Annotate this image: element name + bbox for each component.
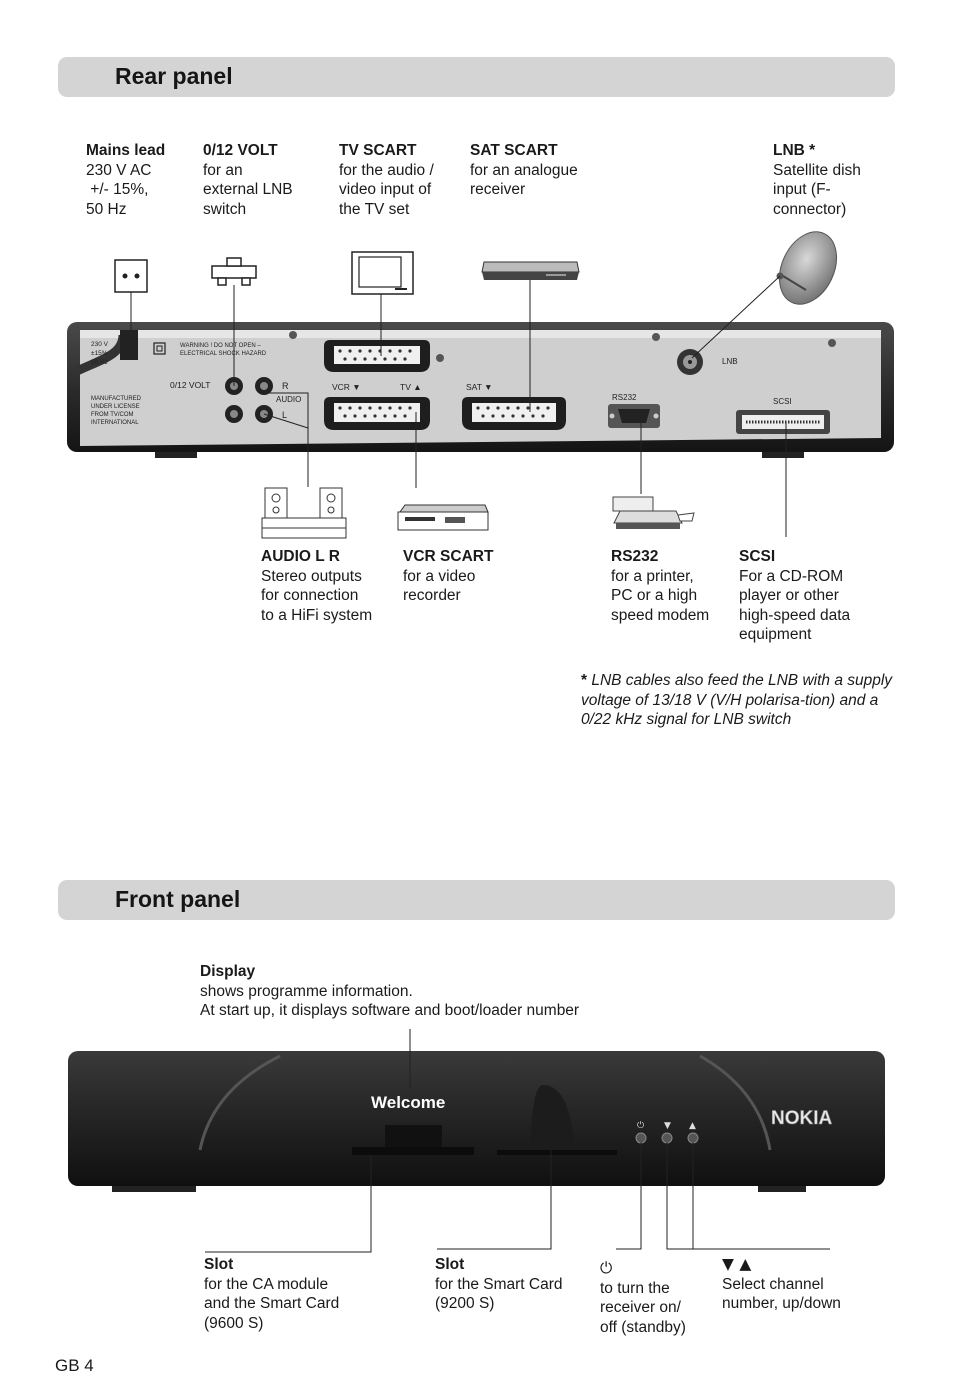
lnb-port-text: LNB	[722, 357, 738, 366]
display-label: Display shows programme information.At s…	[200, 963, 580, 1020]
audio-text: AUDIO	[276, 395, 301, 404]
audio-r-jack	[255, 377, 273, 395]
label-title: AUDIO L R	[261, 548, 340, 565]
power-button-glyph: ⏻	[637, 1120, 644, 1131]
vcr-scart-connector	[324, 397, 430, 430]
vcr-port-text: VCR ▼	[332, 382, 361, 392]
display-welcome-text: Welcome	[371, 1093, 445, 1112]
power-button[interactable]	[635, 1132, 647, 1144]
label-title: VCR SCART	[403, 548, 494, 565]
license-text: MANUFACTURED UNDER LICENSE FROM TV/COM I…	[91, 396, 143, 426]
warning-text: WARNING ! DO NOT OPEN – ELECTRICAL SHOCK…	[180, 343, 267, 357]
class2-icon	[153, 342, 166, 355]
hifi-system-icon	[261, 487, 347, 539]
printer-icon	[612, 496, 695, 529]
footnote-text: LNB cables also feed the LNB with a supp…	[581, 672, 893, 729]
rear-leader-lines	[130, 275, 787, 537]
unused-jack	[225, 405, 243, 423]
analogue-receiver-icon	[481, 261, 580, 280]
front-leader-lines	[205, 1029, 830, 1253]
lnb-f-connector	[677, 349, 703, 375]
audio-r-text: R	[282, 381, 289, 391]
channel-arrows-icon: ▼ ▲	[722, 1255, 752, 1273]
receiver-front-body	[68, 1051, 885, 1192]
label-title: 0/12 VOLT	[203, 142, 278, 159]
footnote-star: *	[581, 672, 588, 689]
label-title: TV SCART	[339, 142, 417, 159]
mains-plug	[120, 330, 138, 360]
down-button-glyph: ▼	[664, 1121, 671, 1131]
power-rating-text: 230 V ±15% 50 Hz	[91, 341, 110, 366]
label-title: Slot	[435, 1256, 465, 1273]
mains-socket-icon	[114, 259, 148, 293]
channel-down-button[interactable]	[661, 1132, 673, 1144]
scsi-connector	[736, 410, 830, 434]
rear-panel-header: Rear panel	[58, 57, 895, 97]
tv-scart-connector	[324, 340, 430, 372]
rear-panel-title: Rear panel	[115, 63, 233, 89]
scsi-port-text: SCSI	[773, 397, 792, 406]
nokia-logo: NOKIA	[771, 1108, 833, 1129]
audio-l-text: L	[282, 410, 287, 420]
label-title: SAT SCART	[470, 142, 558, 159]
smartcard-slot-label: Slot for the Smart Card(9200 S)	[435, 1256, 563, 1313]
rs232-connector	[608, 404, 660, 428]
label-title: Slot	[204, 1256, 234, 1273]
channel-up-button[interactable]	[687, 1132, 699, 1144]
lnb-footnote: * LNB cables also feed the LNB with a su…	[581, 671, 911, 730]
mains-lead-label: Mains lead 230 V AC +/- 15%,50 Hz	[86, 142, 166, 218]
vcr-icon	[397, 504, 489, 531]
label-title: SCSI	[739, 548, 776, 565]
tv-port-text: TV ▲	[400, 382, 422, 392]
sat-port-text: SAT ▼	[466, 382, 493, 392]
label-title: RS232	[611, 548, 659, 565]
front-panel-title: Front panel	[115, 886, 241, 912]
label-title: LNB *	[773, 142, 816, 159]
label-title: Display	[200, 963, 256, 980]
up-button-glyph: ▲	[689, 1121, 696, 1131]
volt-port-text: 0/12 VOLT	[170, 380, 210, 390]
sat-scart-connector	[462, 397, 566, 430]
rs232-port-text: RS232	[612, 393, 637, 402]
label-title: Mains lead	[86, 142, 166, 159]
front-panel-header: Front panel	[58, 880, 895, 920]
page-number: GB 4	[55, 1356, 94, 1375]
standby-icon: ⏻	[600, 1259, 613, 1277]
tv-set-icon	[351, 251, 414, 295]
satellite-dish-icon	[776, 231, 838, 305]
lnb-switch-icon	[211, 257, 257, 286]
